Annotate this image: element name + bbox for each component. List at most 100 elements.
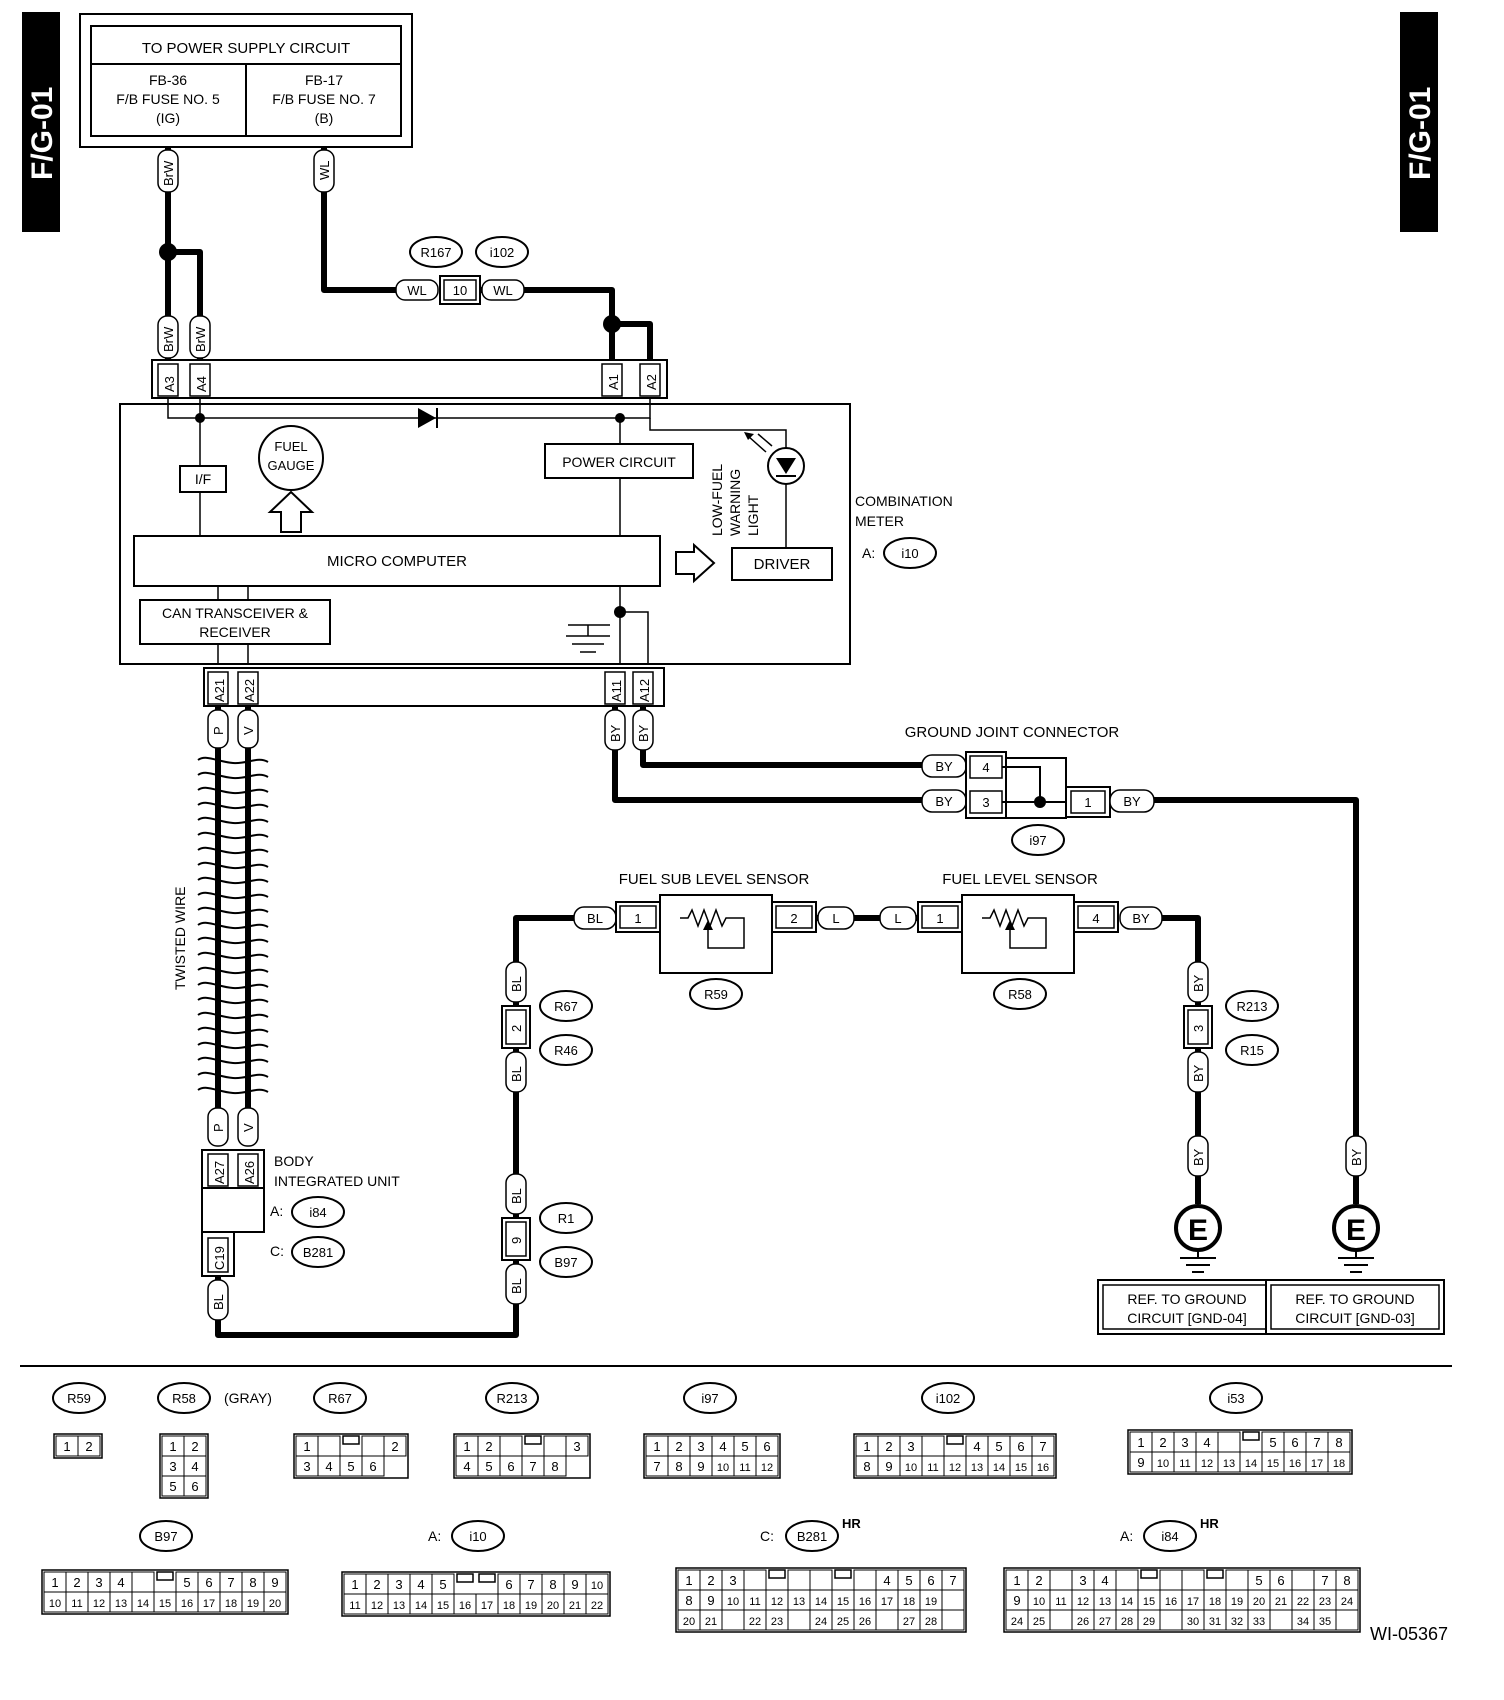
i84-hr: HR — [1200, 1516, 1219, 1531]
svg-text:15: 15 — [1143, 1596, 1155, 1608]
svg-text:30: 30 — [1187, 1616, 1199, 1628]
wire-tag-wl-top: WL — [313, 149, 335, 193]
svg-text:2: 2 — [790, 911, 797, 926]
svg-text:A26: A26 — [242, 1161, 257, 1184]
svg-text:2: 2 — [707, 1573, 714, 1588]
svg-text:11: 11 — [71, 1598, 82, 1610]
svg-text:1: 1 — [463, 1439, 470, 1454]
svg-text:4: 4 — [1101, 1573, 1108, 1588]
can-transceiver-block — [139, 599, 331, 645]
svg-text:9: 9 — [885, 1459, 892, 1474]
svg-text:1: 1 — [936, 911, 943, 926]
biu-prefix-a: A: — [270, 1203, 283, 1219]
svg-text:1: 1 — [51, 1575, 58, 1590]
connector-id-b281: B281 — [291, 1236, 345, 1268]
view-id-i97: i97 — [683, 1382, 737, 1414]
driver-block — [731, 547, 833, 581]
svg-text:12: 12 — [761, 1462, 773, 1474]
view-id-i84: i84 — [1143, 1520, 1197, 1552]
connector-id-i102: i102 — [475, 236, 529, 268]
svg-text:26: 26 — [859, 1616, 871, 1628]
ground-joint-connector: BY BY 4 3 1 BY — [921, 751, 1155, 819]
svg-text:16: 16 — [1037, 1462, 1049, 1474]
svg-text:R67: R67 — [554, 999, 578, 1014]
svg-text:4: 4 — [973, 1439, 980, 1454]
svg-text:14: 14 — [993, 1462, 1005, 1474]
svg-text:REF. TO GROUND: REF. TO GROUND — [1127, 1291, 1246, 1307]
twist-loop — [197, 1056, 269, 1065]
combination-meter-name-1: COMBINATION — [855, 493, 953, 509]
svg-text:BY: BY — [608, 724, 623, 742]
svg-text:BY: BY — [636, 724, 651, 742]
svg-text:32: 32 — [1231, 1616, 1243, 1628]
wire-tag-by-a11: BY — [604, 709, 626, 751]
svg-text:WL: WL — [317, 161, 332, 181]
svg-text:P: P — [211, 726, 226, 735]
twist-loop — [197, 981, 269, 990]
connector-id-r46: R46 — [539, 1034, 593, 1066]
svg-text:1: 1 — [1013, 1573, 1020, 1588]
svg-text:13: 13 — [115, 1598, 127, 1610]
svg-text:18: 18 — [503, 1600, 515, 1612]
svg-text:28: 28 — [1121, 1616, 1133, 1628]
svg-text:14: 14 — [415, 1600, 427, 1612]
svg-text:17: 17 — [203, 1598, 215, 1610]
twist-loop — [197, 816, 269, 825]
svg-text:9: 9 — [271, 1575, 278, 1590]
svg-text:B97: B97 — [154, 1529, 177, 1544]
combination-meter-prefix: A: — [862, 545, 875, 561]
svg-text:BL: BL — [509, 1188, 524, 1204]
page-code-right: F/G-01 — [1404, 87, 1437, 180]
svg-text:11: 11 — [1055, 1596, 1066, 1608]
svg-text:7: 7 — [653, 1459, 660, 1474]
ground-symbol-e: E — [1188, 1214, 1208, 1247]
twist-loop — [197, 1026, 269, 1035]
svg-text:14: 14 — [815, 1596, 827, 1608]
svg-text:20: 20 — [547, 1600, 559, 1612]
svg-text:16: 16 — [859, 1596, 871, 1608]
svg-text:1: 1 — [351, 1577, 358, 1592]
fuse2-line3: (B) — [315, 110, 334, 126]
svg-text:17: 17 — [1311, 1458, 1323, 1470]
svg-text:8: 8 — [685, 1593, 692, 1608]
svg-text:3: 3 — [729, 1573, 736, 1588]
svg-text:2: 2 — [885, 1439, 892, 1454]
svg-text:19: 19 — [1231, 1596, 1243, 1608]
svg-text:15: 15 — [159, 1598, 171, 1610]
view-id-i10: i10 — [451, 1520, 505, 1552]
svg-text:R67: R67 — [328, 1391, 352, 1406]
svg-text:2: 2 — [191, 1439, 198, 1454]
svg-text:BY: BY — [1349, 1148, 1364, 1166]
svg-text:1: 1 — [1137, 1435, 1144, 1450]
svg-text:3: 3 — [697, 1439, 704, 1454]
twist-loop — [197, 771, 269, 780]
svg-text:7: 7 — [527, 1577, 534, 1592]
svg-text:4: 4 — [325, 1459, 332, 1474]
svg-text:9: 9 — [1013, 1593, 1020, 1608]
svg-text:11: 11 — [349, 1600, 360, 1612]
svg-text:16: 16 — [1289, 1458, 1301, 1470]
svg-text:19: 19 — [525, 1600, 537, 1612]
svg-text:5: 5 — [1269, 1435, 1276, 1450]
svg-text:2: 2 — [73, 1575, 80, 1590]
svg-text:5: 5 — [1255, 1573, 1262, 1588]
can-label-1: CAN TRANSCEIVER & — [162, 605, 309, 621]
svg-text:3: 3 — [982, 795, 989, 810]
connector-id-b97: B97 — [539, 1246, 593, 1278]
fuel-sub-level-sensor: BL 1 2 L — [573, 894, 855, 974]
svg-text:5: 5 — [439, 1577, 446, 1592]
svg-text:24: 24 — [815, 1616, 827, 1628]
twist-loop — [197, 921, 269, 930]
svg-text:CIRCUIT [GND-03]: CIRCUIT [GND-03] — [1295, 1310, 1415, 1326]
svg-text:35: 35 — [1319, 1616, 1331, 1628]
svg-text:34: 34 — [1297, 1616, 1309, 1628]
svg-text:10: 10 — [591, 1580, 603, 1592]
svg-text:A3: A3 — [162, 376, 177, 392]
can-label-2: RECEIVER — [199, 624, 271, 640]
micro-computer-block — [133, 535, 661, 587]
